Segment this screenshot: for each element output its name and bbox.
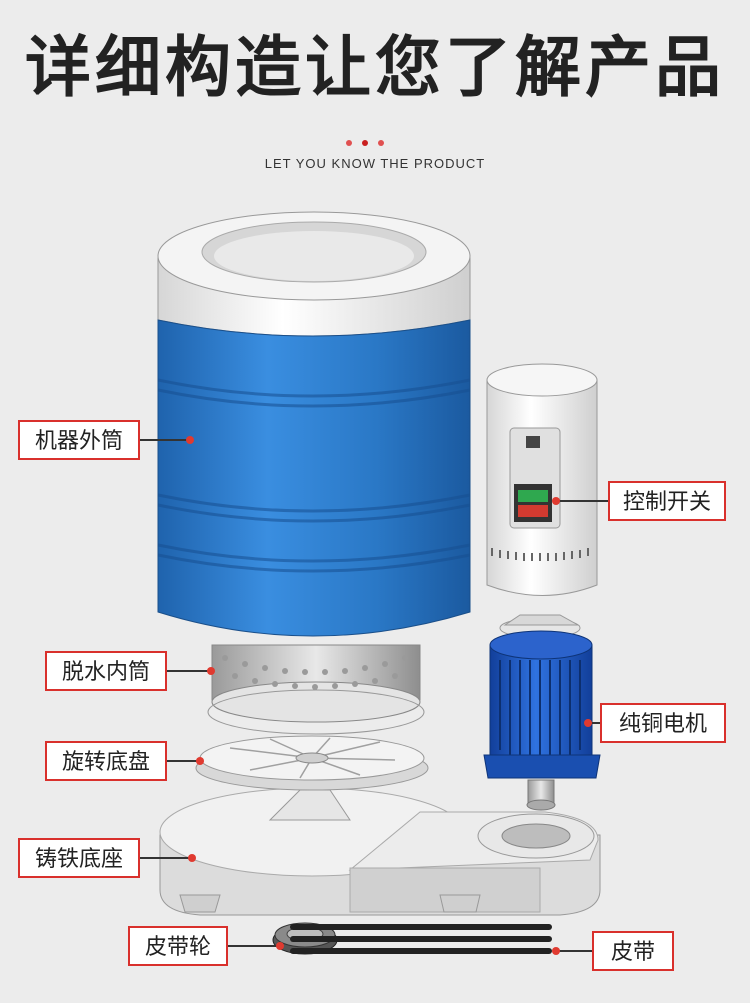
- leader-line: [228, 945, 280, 947]
- label-outer-drum: 机器外筒: [18, 420, 140, 460]
- leader-line: [140, 439, 188, 441]
- leader-line: [167, 670, 211, 672]
- label-control-switch: 控制开关: [608, 481, 726, 521]
- label-spin-inner-drum: 脱水内筒: [45, 651, 167, 691]
- pointer-dot: [196, 757, 204, 765]
- label-copper-motor: 纯铜电机: [600, 703, 726, 743]
- leader-line: [590, 722, 600, 724]
- pointer-dot: [186, 436, 194, 444]
- control-switch-unit: [486, 363, 598, 596]
- cast-iron-base: [159, 787, 601, 916]
- leader-line: [556, 500, 608, 502]
- spin-inner-drum: [207, 644, 425, 735]
- leader-line: [556, 950, 592, 952]
- label-belt: 皮带: [592, 931, 674, 971]
- leader-line: [140, 857, 190, 859]
- copper-motor: [483, 614, 601, 811]
- label-pulley: 皮带轮: [128, 926, 228, 966]
- page-title: 详细构造让您了解产品: [25, 29, 725, 106]
- pointer-dot: [552, 497, 560, 505]
- pointer-dot: [276, 942, 284, 950]
- leader-line: [167, 760, 199, 762]
- pointer-dot: [584, 719, 592, 727]
- pointer-dot: [552, 947, 560, 955]
- label-rotating-plate: 旋转底盘: [45, 741, 167, 781]
- page-subtitle: LET YOU KNOW THE PRODUCT: [264, 156, 486, 171]
- label-cast-iron-base: 铸铁底座: [18, 838, 140, 878]
- rotating-plate: [195, 735, 429, 791]
- dot: [362, 140, 368, 146]
- decor-dots: [346, 140, 406, 150]
- pointer-dot: [188, 854, 196, 862]
- outer-drum: [157, 211, 471, 637]
- belt: [290, 924, 552, 954]
- pointer-dot: [207, 667, 215, 675]
- dot: [346, 140, 352, 146]
- dot: [378, 140, 384, 146]
